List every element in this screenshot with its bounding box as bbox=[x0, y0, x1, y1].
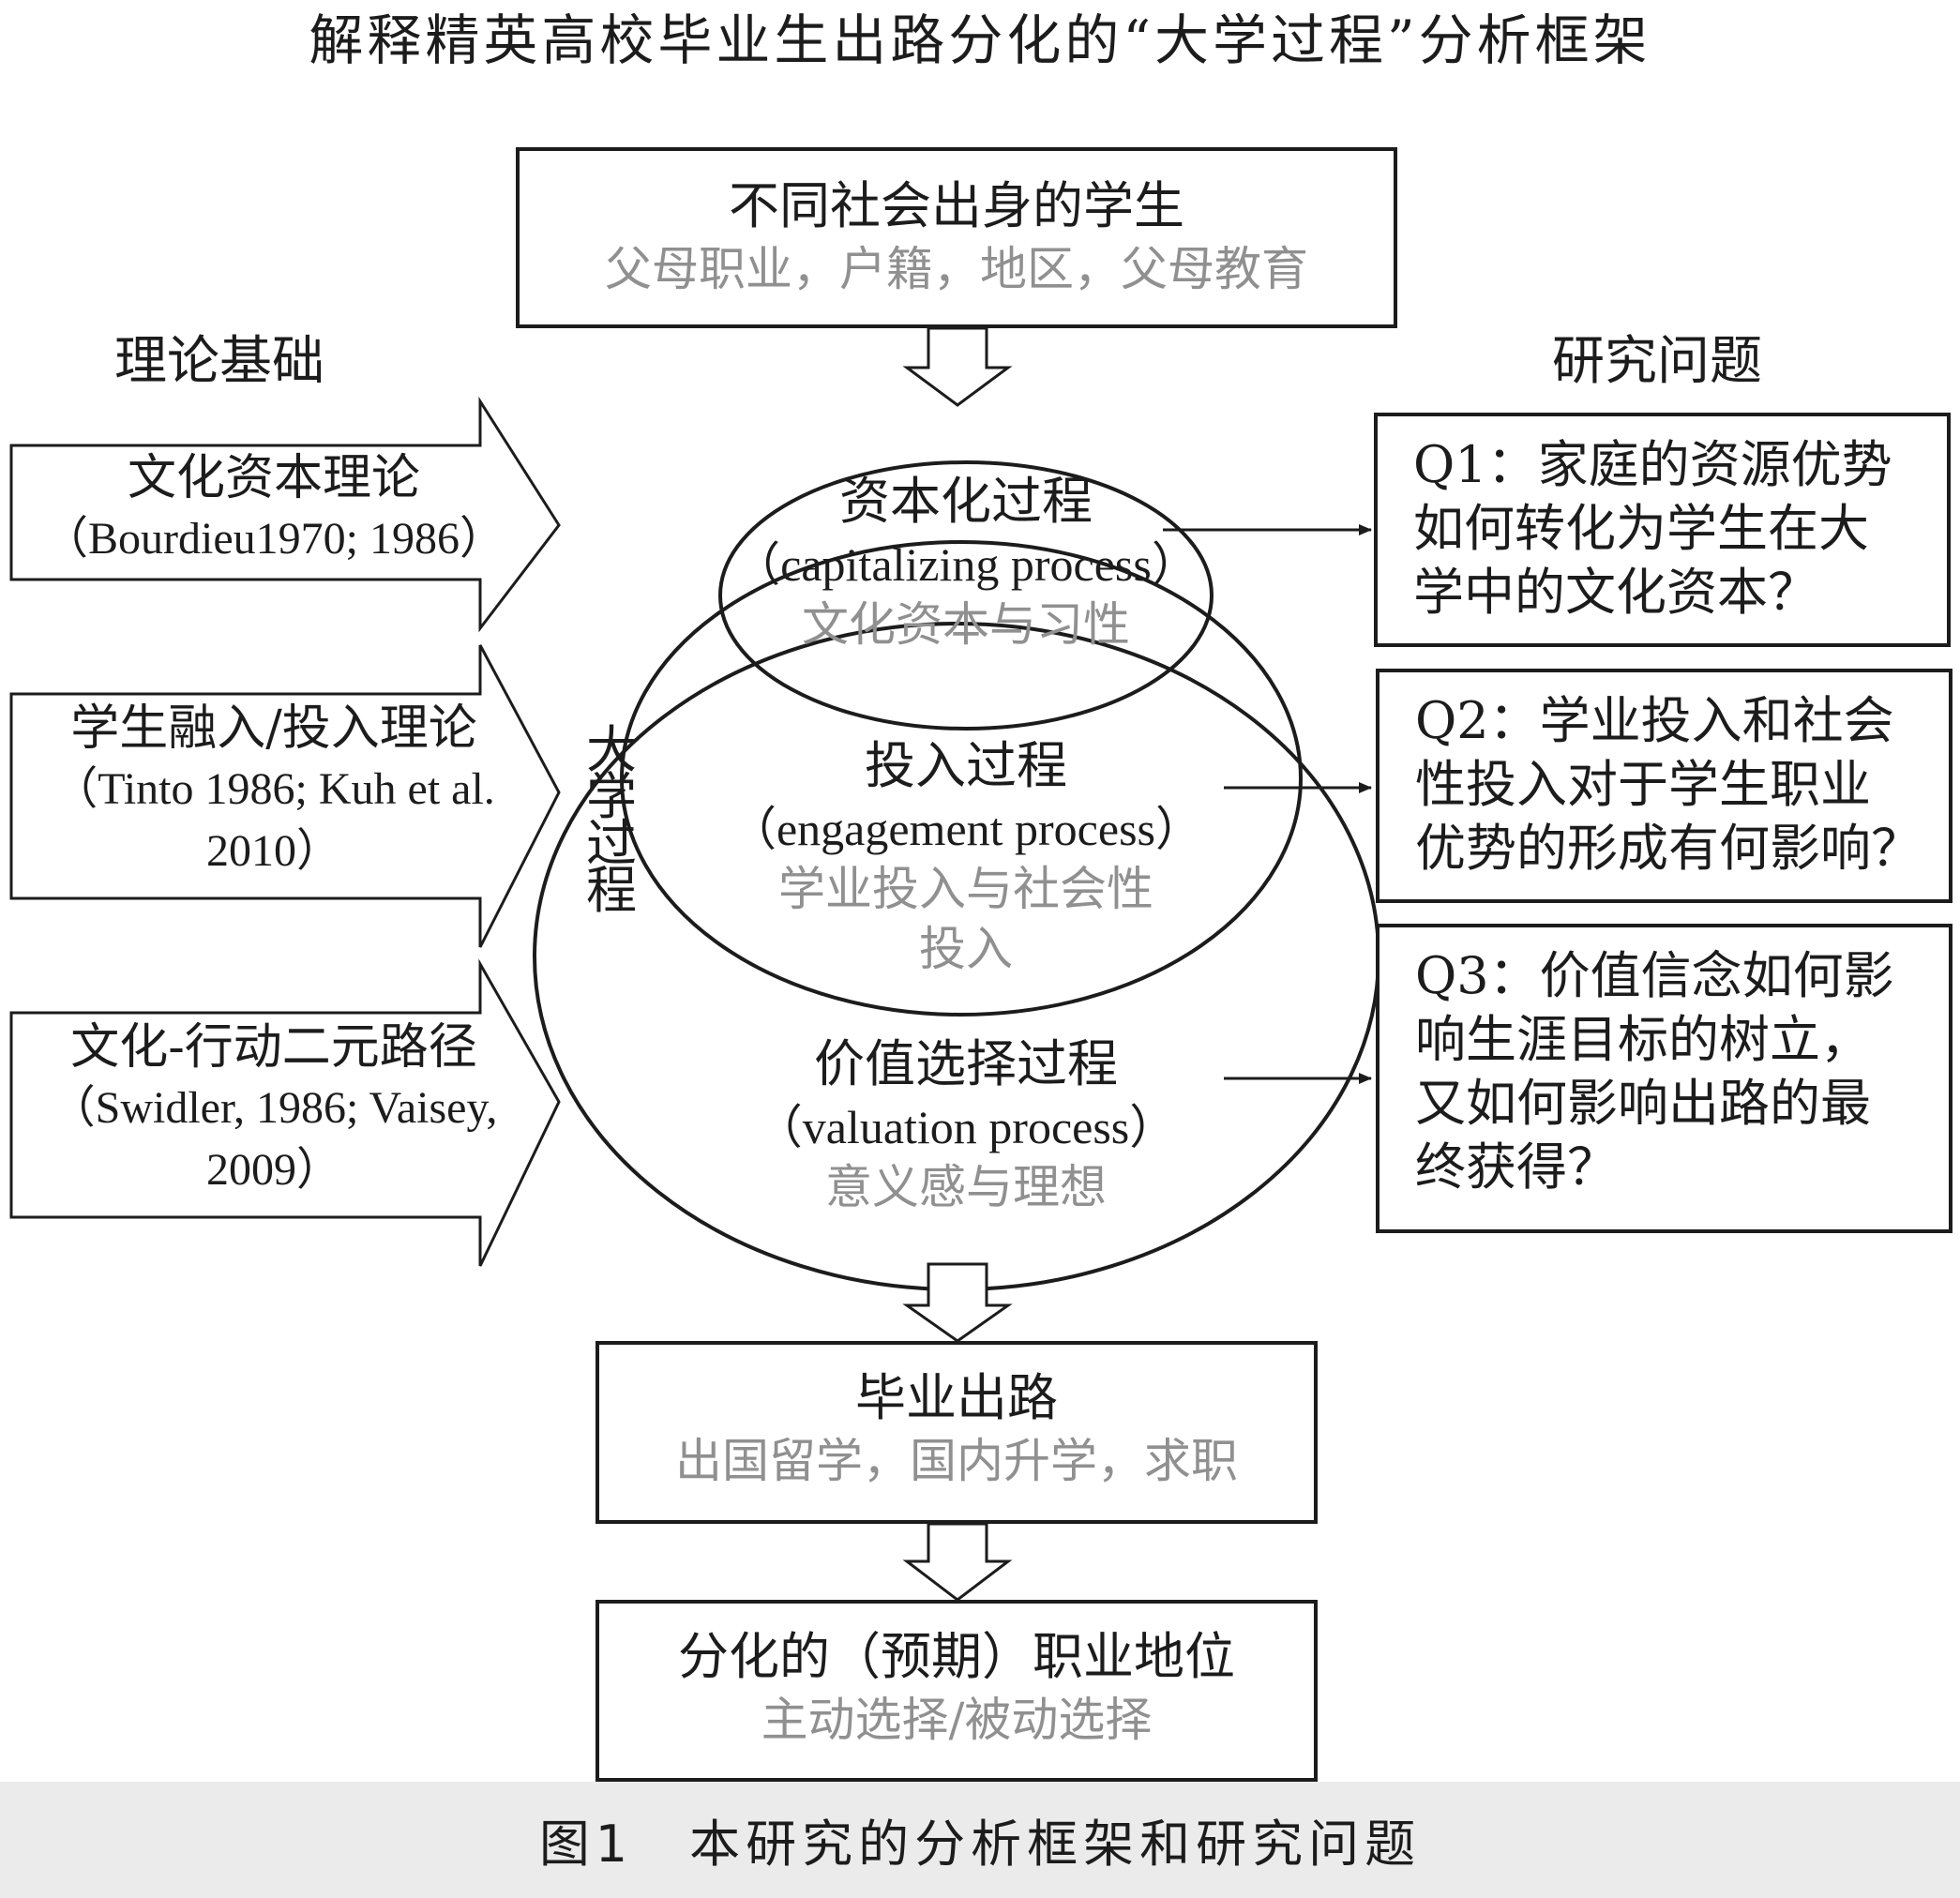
question-1-text: Q1：家庭的资源优势 如何转化为学生在大 学中的文化资本？ bbox=[1413, 435, 1892, 622]
process-engagement: 投入过程 （engagement process） 学业投入与社会性 投入 bbox=[685, 733, 1247, 979]
theory-3: 文化-行动二元路径 （Swidler, 1986; Vaisey, 2009） bbox=[11, 1017, 536, 1201]
process-capitalizing-detail: 文化资本与习性 bbox=[802, 597, 1130, 652]
students-origin-factors: 父母职业，户籍，地区，父母教育 bbox=[605, 242, 1308, 296]
process-engagement-detail-line1: 学业投入与社会性 bbox=[778, 862, 1153, 916]
students-origin-title: 不同社会出身的学生 bbox=[729, 176, 1184, 235]
question-box-1: Q1：家庭的资源优势 如何转化为学生在大 学中的文化资本？ bbox=[1374, 413, 1951, 647]
graduate-destination-title: 毕业出路 bbox=[855, 1368, 1058, 1427]
down-arrow-2 bbox=[902, 1262, 1013, 1343]
engagement-ellipse bbox=[620, 540, 1303, 1017]
question-box-3: Q3：价值信念如何影 响生涯目标的树立， 又如何影响出路的最 终获得？ bbox=[1376, 924, 1952, 1233]
caption-bar bbox=[0, 1782, 1960, 1898]
process-valuation-name: 价值选择过程 bbox=[814, 1034, 1118, 1093]
question-box-2: Q2：学业投入和社会 性投入对于学生职业 优势的形成有何影响？ bbox=[1376, 669, 1952, 903]
theory-2-ref-line2: 2010） bbox=[205, 826, 341, 876]
theory-2-name: 学生融入/投入理论 bbox=[70, 700, 477, 757]
process-valuation: 价值选择过程 （valuation process） 意义感与理想 bbox=[685, 1032, 1247, 1217]
question-3-text: Q3：价值信念如何影 响生涯目标的树立， 又如何影响出路的最 终获得？ bbox=[1415, 946, 1894, 1197]
occupational-status-title: 分化的（预期）职业地位 bbox=[678, 1627, 1235, 1686]
process-valuation-english: （valuation process） bbox=[755, 1101, 1177, 1153]
graduate-destination-options: 出国留学，国内升学，求职 bbox=[675, 1434, 1238, 1488]
theory-3-name: 文化-行动二元路径 bbox=[70, 1019, 477, 1076]
down-arrow-1 bbox=[902, 326, 1013, 407]
process-capitalizing: 资本化过程 （capitalizing process） 文化资本与习性 bbox=[685, 469, 1247, 655]
theory-2: 学生融入/投入理论 （Tinto 1986; Kuh et al. 2010） bbox=[11, 699, 536, 882]
figure-title: 解释精英高校毕业生出路分化的“大学过程”分析框架 bbox=[309, 8, 1651, 72]
question-2-text: Q2：学业投入和社会 性投入对于学生职业 优势的形成有何影响？ bbox=[1415, 691, 1922, 878]
down-arrow-3 bbox=[902, 1522, 1013, 1602]
figure-caption: 图1 本研究的分析框架和研究问题 bbox=[538, 1815, 1422, 1874]
theory-arrow-2 bbox=[9, 644, 561, 948]
theory-3-ref-line1: （Swidler, 1986; Vaisey, bbox=[50, 1083, 498, 1133]
process-valuation-detail: 意义感与理想 bbox=[825, 1160, 1107, 1214]
theory-1-name: 文化资本理论 bbox=[127, 450, 420, 506]
theory-arrow-1 bbox=[9, 396, 561, 633]
theory-3-ref-line2: 2009） bbox=[205, 1145, 341, 1195]
university-process-label-text: 大学过程 bbox=[586, 720, 637, 920]
university-process-label: 大学过程 bbox=[583, 720, 640, 920]
theory-arrow-3 bbox=[9, 958, 561, 1267]
process-capitalizing-english: （capitalizing process） bbox=[733, 538, 1199, 591]
graduate-destination-box: 毕业出路 出国留学，国内升学，求职 bbox=[596, 1341, 1318, 1524]
process-engagement-detail-line2: 投入 bbox=[919, 922, 1013, 976]
theory-2-ref-line1: （Tinto 1986; Kuh et al. bbox=[53, 764, 495, 814]
occupational-status-box: 分化的（预期）职业地位 主动选择/被动选择 bbox=[596, 1600, 1318, 1782]
occupational-status-choice: 主动选择/被动选择 bbox=[761, 1693, 1153, 1747]
question-heading: 研究问题 bbox=[1552, 331, 1762, 392]
students-origin-box: 不同社会出身的学生 父母职业，户籍，地区，父母教育 bbox=[516, 147, 1397, 328]
capitalizing-ellipse bbox=[718, 460, 1214, 731]
theory-heading: 理论基础 bbox=[114, 331, 324, 392]
process-engagement-name: 投入过程 bbox=[865, 736, 1067, 795]
process-capitalizing-name: 资本化过程 bbox=[839, 472, 1093, 531]
theory-1-ref: （Bourdieu1970; 1986） bbox=[43, 514, 505, 564]
process-engagement-english: （engagement process） bbox=[729, 803, 1202, 855]
theory-1: 文化资本理论 （Bourdieu1970; 1986） bbox=[11, 448, 536, 570]
